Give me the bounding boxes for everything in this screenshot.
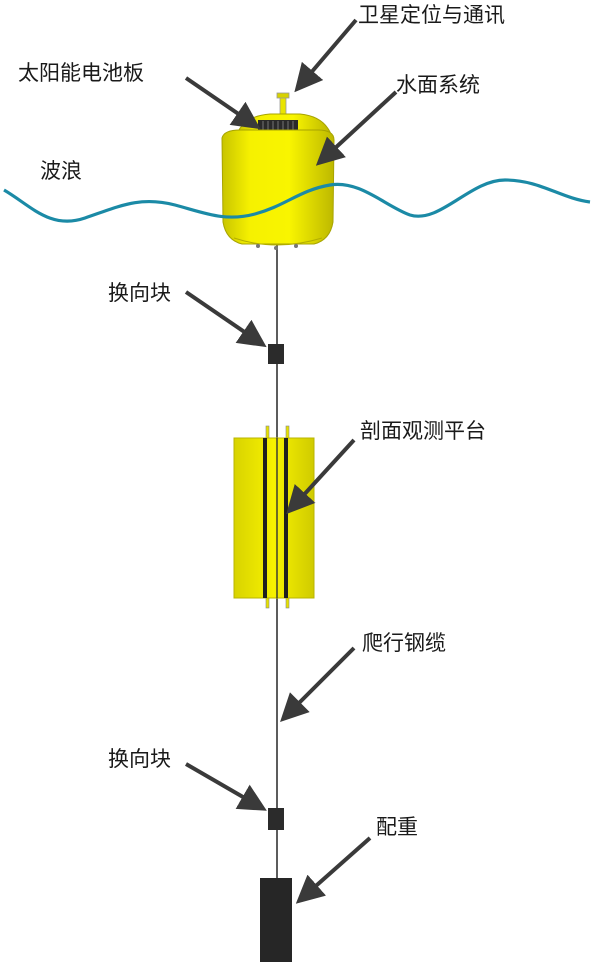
- arrow-profiling-platform: [286, 438, 356, 515]
- label-water-surface-system: 水面系统: [396, 73, 480, 97]
- reverser-block-bottom: [268, 808, 284, 830]
- arrow-counterweight: [295, 836, 372, 904]
- arrow-satellite: [294, 18, 358, 93]
- label-waves: 波浪: [40, 159, 82, 183]
- buoy-bottom-rim: [233, 237, 323, 246]
- label-satellite: 卫星定位与通讯: [358, 3, 505, 27]
- label-reverser-top: 换向块: [108, 281, 171, 305]
- label-profiling-platform: 剖面观测平台: [360, 419, 486, 443]
- label-climbing-cable: 爬行钢缆: [362, 631, 446, 655]
- label-counterweight: 配重: [376, 815, 418, 839]
- reverser-block-top: [268, 344, 284, 364]
- wave-line: [3, 178, 591, 223]
- arrow-reverser-bottom: [184, 762, 267, 811]
- arrow-reverser-top: [184, 290, 267, 348]
- arrow-water-surface-system: [315, 90, 398, 166]
- label-solar-panel: 太阳能电池板: [18, 61, 144, 85]
- label-reverser-bottom: 换向块: [108, 747, 171, 771]
- counterweight-block: [260, 878, 292, 962]
- arrow-climbing-cable: [280, 646, 356, 722]
- arrow-solar-panel: [184, 76, 261, 130]
- profiling-platform: [233, 425, 315, 609]
- antenna-cap-icon: [276, 92, 290, 99]
